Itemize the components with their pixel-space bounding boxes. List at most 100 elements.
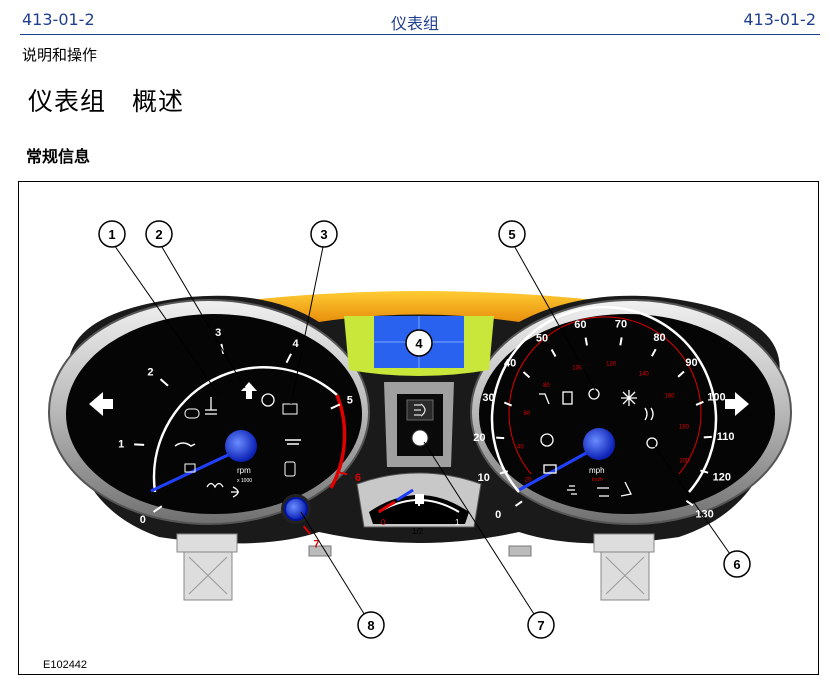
fuel-label-half: 1/2	[412, 527, 424, 536]
powertrain-fault-icon	[261, 393, 275, 407]
speedometer-tick	[685, 499, 694, 507]
speedometer-tick	[503, 401, 513, 407]
fuel-label-full: 1	[455, 518, 460, 527]
left-turn-arrow-icon	[89, 392, 113, 416]
headlamp-icon	[414, 403, 426, 417]
speedometer-unit-sub: km/h	[592, 477, 603, 483]
trip-reset-knob	[284, 497, 308, 521]
speedometer-tick-label: 70	[615, 319, 627, 331]
low-fuel-icon	[562, 391, 573, 405]
speedo-warning-lamps	[539, 388, 658, 497]
subheading: 常规信息	[26, 147, 91, 166]
callout-circle	[527, 611, 555, 639]
fuel-reserve-arc	[378, 500, 396, 514]
speedometer-tick-label: 0	[495, 509, 501, 521]
cruise-control-icon	[646, 437, 658, 449]
callout-2: 2	[145, 220, 173, 248]
speedometer-tick	[584, 337, 588, 346]
tachometer-unit-sub: x 1000	[237, 478, 252, 484]
leader-lines	[111, 241, 738, 626]
frost-warning-icon	[621, 390, 637, 406]
speedometer-tick-label: 80	[653, 332, 665, 344]
tachometer-tick	[285, 353, 292, 364]
tachometer-tick	[302, 525, 311, 535]
tachometer-tick-label: 1	[118, 439, 124, 451]
callout-number: 2	[155, 227, 162, 242]
page-title: 仪表组 概述	[28, 87, 185, 116]
steering-warning-icon	[588, 388, 600, 400]
speedometer-tick-label: 60	[574, 319, 586, 331]
speedometer-kmh-label: 60	[524, 411, 531, 417]
speedometer-tick-label: 100	[707, 391, 725, 403]
speedometer-tick	[499, 470, 509, 475]
speedometer-unit: mph	[589, 466, 605, 475]
speedometer-kmh-label: 80	[543, 383, 550, 389]
speedometer-tick	[677, 370, 685, 378]
speedometer-kmh-label: 100	[572, 365, 583, 371]
trip-computer-icon	[543, 464, 557, 474]
section-label: 说明和操作	[22, 46, 98, 64]
callout-number: 8	[367, 618, 374, 633]
tachometer-unit: rpm	[237, 466, 251, 475]
tachometer-tick	[330, 403, 341, 410]
traction-control-icon	[644, 407, 654, 421]
glow-plug-icon	[206, 482, 224, 489]
shift-up-arrow-icon	[241, 382, 257, 399]
callout-number: 4	[415, 336, 423, 351]
speedometer-tick-label: 20	[473, 432, 485, 444]
callout-circle	[405, 329, 433, 357]
callout-number: 1	[108, 227, 115, 242]
tachometer-needle	[150, 446, 244, 493]
tachometer-tick-label: 2	[147, 366, 153, 378]
tachometer-tick-label: 3	[215, 327, 221, 339]
connector-right	[593, 533, 655, 601]
header-left-code: 413-01-2	[22, 10, 95, 29]
speedometer-tick	[550, 349, 557, 358]
callout-circle	[723, 550, 751, 578]
callout-circle	[310, 220, 338, 248]
callout-circle	[145, 220, 173, 248]
callout-7: 7	[527, 611, 555, 639]
fuel-label-empty: 0	[381, 518, 386, 527]
callout-circle	[498, 220, 526, 248]
speedometer-tick	[514, 500, 523, 507]
speedometer-kmh-label: 200	[679, 459, 690, 465]
main-beam-icon	[567, 485, 577, 495]
callout-6: 6	[723, 550, 751, 578]
speedometer-tick-label: 10	[478, 472, 490, 484]
brake-warning-icon	[184, 408, 200, 419]
tachometer-arc	[152, 366, 338, 493]
callout-5: 5	[498, 220, 526, 248]
callout-1: 1	[98, 220, 126, 248]
speedometer-tick	[695, 400, 704, 406]
speedometer-tick-label: 90	[685, 357, 697, 369]
speedometer-tick	[619, 337, 623, 346]
header-title: 仪表组	[390, 14, 439, 33]
speedometer-tick	[703, 435, 712, 439]
speedometer-kmh-label: 120	[606, 361, 617, 367]
engine-malfunction-icon	[184, 463, 196, 473]
tachometer-tick	[152, 505, 163, 513]
figure-id: E102442	[43, 659, 87, 671]
callout-circle	[98, 220, 126, 248]
coolant-temp-icon	[205, 397, 217, 415]
tachometer-hub	[225, 430, 257, 462]
tachometer-tick-label: 5	[347, 394, 353, 406]
speedometer-kmh-label: 140	[639, 371, 650, 377]
callout-number: 7	[537, 618, 544, 633]
speedometer-kmh-label: 160	[664, 394, 675, 400]
center-clip	[308, 545, 332, 557]
callout-number: 5	[508, 227, 515, 242]
speedometer-tick-label: 50	[536, 332, 548, 344]
airbag-icon	[539, 393, 550, 405]
seat-belt-icon	[620, 481, 632, 497]
door-ajar-icon	[284, 461, 296, 477]
tachometer-tick	[134, 443, 145, 446]
washer-fluid-icon	[285, 439, 301, 445]
abs-warning-icon	[540, 433, 554, 447]
callout-number: 3	[320, 227, 327, 242]
